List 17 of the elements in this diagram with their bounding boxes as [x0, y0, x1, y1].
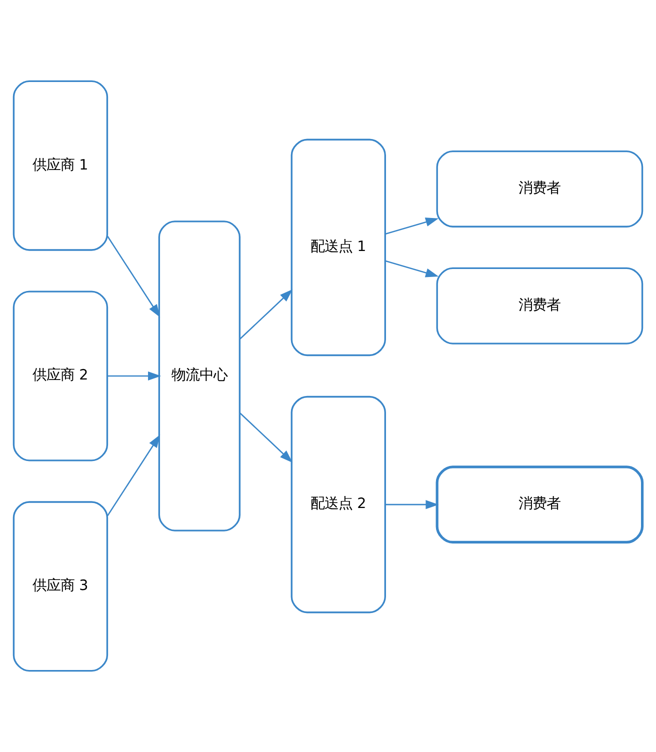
node-box: 消费者	[436, 466, 644, 544]
arrow	[107, 236, 160, 318]
arrow	[107, 434, 160, 516]
node-box: 物流中心	[158, 220, 241, 532]
arrow	[385, 260, 439, 278]
node-box: 供应商 2	[12, 290, 108, 462]
arrow	[385, 500, 439, 510]
node-box: 供应商 3	[12, 501, 108, 672]
arrow	[108, 371, 162, 381]
arrow	[239, 412, 293, 463]
node-box: 配送点 2	[290, 396, 386, 614]
node-box: 供应商 1	[12, 80, 108, 251]
node-box: 消费者	[436, 150, 644, 228]
node-box: 配送点 1	[290, 138, 386, 356]
arrow	[239, 289, 293, 340]
arrow	[385, 218, 439, 235]
node-box: 消费者	[436, 267, 644, 344]
